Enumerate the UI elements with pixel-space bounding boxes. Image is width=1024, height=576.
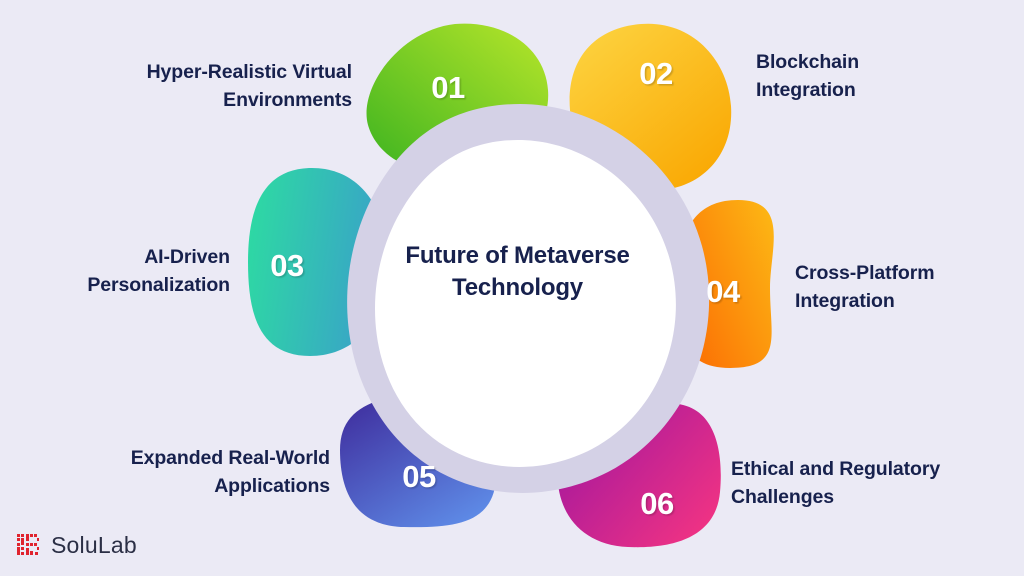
blob-number-02: 02 [639,56,673,91]
blob-number-06: 06 [640,486,674,521]
center-blob [375,140,676,467]
blob-number-05: 05 [402,459,436,494]
blob-number-04: 04 [706,274,740,309]
item-label-01: Hyper-Realistic Virtual Environments [146,61,353,111]
item-label-04: Cross-Platform Integration [795,262,935,312]
center-title: Future of Metaverse Technology [405,242,630,301]
logo-text: SoluLab [51,532,137,558]
item-label-06: Ethical and Regulatory Challenges [731,458,941,508]
blob-number-01: 01 [431,70,465,105]
item-label-03: AI-Driven Personalization [87,246,230,296]
item-label-02: Blockchain Integration [756,51,860,101]
solulab-logo-icon [17,533,39,555]
item-label-05: Expanded Real-World Applications [130,447,330,497]
logo[interactable]: SoluLab [16,532,137,559]
blob-number-03: 03 [270,248,304,283]
